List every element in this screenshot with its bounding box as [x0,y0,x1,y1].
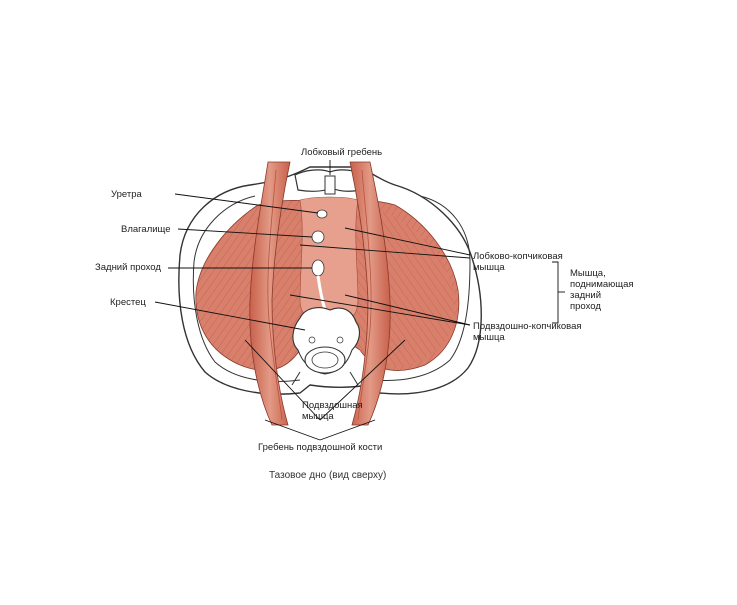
figure-caption: Тазовое дно (вид сверху) [269,470,386,481]
label-iliacus: Подвздошная мышца [302,400,363,422]
label-iliac-crest: Гребень подвздошной кости [258,442,382,453]
label-iliacus-line1: Подвздошная [302,400,363,411]
label-levator-line2: поднимающая [570,279,634,290]
label-iliococcygeus-line2: мышца [473,332,582,343]
label-levator-line1: Мышца, [570,268,634,279]
label-pubic-crest: Лобковый гребень [301,147,382,158]
label-sacrum: Крестец [110,297,146,308]
label-iliococcygeus: Подвздошно-копчиковая мышца [473,321,582,343]
label-vagina: Влагалище [121,224,171,235]
label-pubococcygeus-line2: мышца [473,262,563,273]
label-iliococcygeus-line1: Подвздошно-копчиковая [473,321,582,332]
pubococcygeus-band [300,197,358,322]
urethra-opening [317,210,327,218]
label-pubococcygeus-line1: Лобково-копчиковая [473,251,563,262]
label-levator-line3: задний [570,290,634,301]
vagina-opening [312,231,324,243]
label-levator-ani: Мышца, поднимающая задний проход [570,268,634,312]
anus-opening [312,260,324,276]
label-urethra: Уретра [111,189,142,200]
label-pubococcygeus: Лобково-копчиковая мышца [473,251,563,273]
label-levator-line4: проход [570,301,634,312]
label-iliacus-line2: мышца [302,411,363,422]
label-anus: Задний проход [95,262,161,273]
